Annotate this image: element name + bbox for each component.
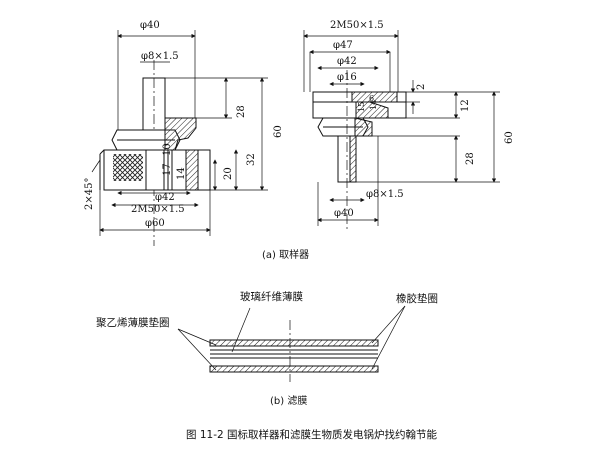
dim-phi40-right: φ40 [334,208,354,219]
left-dimensions [91,30,268,236]
right-sampler-view [312,70,407,230]
dim-phi47-right: φ47 [333,40,353,51]
dim-17-left: 17 [162,163,173,176]
dim-14-right: 14 [369,100,378,110]
dim-10-left: 10 [162,143,173,156]
dim-phi8-right: φ8×1.5 [366,189,404,200]
dim-32-left: 32 [246,153,257,166]
dim-phi8-left: φ8×1.5 [141,51,179,62]
figure-caption: 图 11-2 国标取样器和滤膜生物质发电锅炉找约翰节能 [186,428,438,441]
filter-leader-lines [177,305,406,371]
dim-phi40-left: φ40 [140,20,160,31]
dim-12-right: 12 [460,99,471,112]
dim-2-right: 2 [416,84,427,90]
dim-14-left: 14 [176,167,187,180]
dim-20-left: 20 [223,167,234,180]
label-pe-film-gasket: 聚乙烯薄膜垫圈 [96,316,170,329]
dim-15-right: 15 [357,102,366,112]
dim-thread-left: 2M50×1.5 [131,204,185,215]
filter-membrane-view [209,320,379,382]
caption-filter: (b) 滤膜 [270,394,307,407]
dim-thread-right: 2M50×1.5 [330,20,384,31]
caption-sampler: (a) 取样器 [262,248,309,261]
dim-28-right: 28 [465,152,476,165]
dim-60-left: 60 [273,125,284,138]
dim-28-left: 28 [236,105,247,118]
dim-phi16-right: φ16 [337,72,357,83]
label-glass-fiber-membrane: 玻璃纤维薄膜 [240,290,303,303]
dim-phi42-left: φ42 [155,192,175,203]
label-rubber-gasket: 橡胶垫圈 [396,292,438,305]
dim-phi60-left: φ60 [145,218,165,229]
dim-phi42-right: φ42 [337,56,357,67]
dim-chamfer-left: 2×45° [84,178,95,210]
right-dimensions [303,30,500,226]
dim-6-right: 6 [369,94,374,103]
left-sampler-view [99,60,211,246]
dim-60-right: 60 [504,131,515,144]
